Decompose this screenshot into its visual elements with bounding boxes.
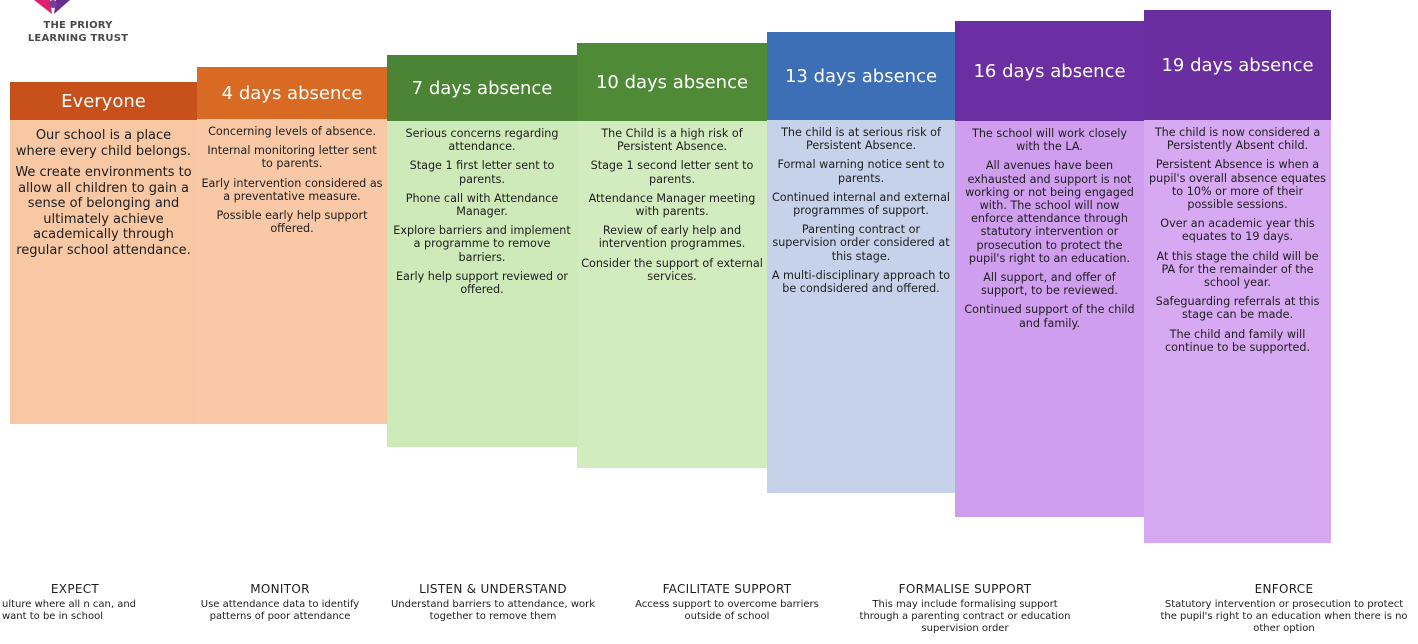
principle-monitor: MONITOR Use attendance data to identify … — [180, 582, 380, 623]
stage-body: The school will work closely with the LA… — [955, 121, 1144, 517]
stage-title: 16 days absence — [973, 60, 1126, 82]
stage-paragraph: Explore barriers and implement a program… — [393, 224, 571, 264]
stage-title: 4 days absence — [221, 82, 363, 104]
stage-paragraph: We create environments to allow all chil… — [15, 165, 192, 258]
principle-title: LISTEN & UNDERSTAND — [419, 582, 567, 596]
stage-body: Our school is a place where every child … — [10, 120, 197, 424]
stage-paragraph: Persistent Absence is when a pupil's ove… — [1149, 158, 1326, 212]
stage-paragraph: Internal monitoring letter sent to paren… — [207, 144, 377, 171]
principle-title: FACILITATE SUPPORT — [662, 582, 792, 596]
stage-paragraph: The school will work closely with the LA… — [972, 127, 1127, 154]
logo-line-1: THE PRIORY — [43, 20, 113, 31]
stage-paragraph: Continued internal and external programm… — [771, 190, 951, 218]
stage-paragraph: Continued support of the child and famil… — [964, 303, 1135, 330]
stage-paragraph: Over an academic year this equates to 19… — [1160, 217, 1315, 244]
principle-formalise-support: FORMALISE SUPPORT This may include forma… — [852, 582, 1078, 635]
stage-title: 10 days absence — [595, 71, 749, 93]
principle-description: This may include formalising support thr… — [859, 599, 1071, 634]
principle-description: Statutory intervention or prosecution to… — [1160, 599, 1408, 634]
stage-header: 10 days absence — [577, 43, 767, 121]
logo-line-2: LEARNING TRUST — [27, 33, 129, 44]
stage-body: Concerning levels of absence. Internal m… — [197, 119, 387, 424]
stage-paragraph: Attendance Manager meeting with parents. — [588, 191, 756, 219]
principle-expect: EXPECT ulture where all n can, and want … — [0, 582, 150, 623]
principle-title: EXPECT — [50, 582, 100, 596]
stage-paragraph: The child is at serious risk of Persiste… — [781, 126, 941, 153]
stage-title: Everyone — [61, 90, 146, 112]
logo-dot — [49, 0, 57, 8]
stage-paragraph: The child is now considered a Persistent… — [1154, 126, 1321, 153]
principle-facilitate-support: FACILITATE SUPPORT Access support to ove… — [622, 582, 832, 623]
stage-paragraph: The Child is a high risk of Persistent A… — [601, 127, 743, 154]
principle-title: FORMALISE SUPPORT — [898, 582, 1032, 596]
stage-body: The Child is a high risk of Persistent A… — [577, 121, 767, 468]
principle-description: Understand barriers to attendance, work … — [390, 599, 596, 622]
stage-paragraph: Parenting contract or supervision order … — [772, 223, 950, 263]
principle-listen-understand: LISTEN & UNDERSTAND Understand barriers … — [388, 582, 598, 623]
stage-title: 19 days absence — [1161, 54, 1314, 76]
stage-paragraph: Phone call with Attendance Manager. — [405, 191, 559, 219]
stage-paragraph: All support, and offer of support, to be… — [981, 271, 1118, 298]
stage-paragraph: All avenues have been exhausted and supp… — [965, 159, 1134, 265]
stage-header: Everyone — [10, 82, 197, 120]
principle-enforce: ENFORCE Statutory intervention or prosec… — [1160, 582, 1408, 635]
stage-header: 7 days absence — [387, 55, 577, 121]
stage-paragraph: Consider the support of external service… — [581, 256, 763, 283]
stage-paragraph: The child and family will continue to be… — [1164, 327, 1311, 354]
stage-header: 16 days absence — [955, 21, 1144, 121]
stage-header: 4 days absence — [197, 67, 387, 119]
stage-paragraph: Stage 1 first letter sent to parents. — [409, 159, 555, 186]
logo: THE PRIORY LEARNING TRUST — [0, 0, 150, 60]
logo-purple-shape — [54, 0, 70, 14]
stage-body: Serious concerns regarding attendance. S… — [387, 121, 577, 447]
principle-title: MONITOR — [250, 582, 310, 596]
stage-paragraph: Review of early help and intervention pr… — [598, 224, 746, 251]
logo-mark-icon — [34, 0, 70, 14]
principle-title: ENFORCE — [1254, 582, 1314, 596]
stage-paragraph: Possible early help support offered. — [216, 209, 368, 236]
principle-description: Access support to overcome barriers outs… — [635, 599, 819, 622]
stage-paragraph: Stage 1 second letter sent to parents. — [590, 159, 754, 186]
stage-header: 19 days absence — [1144, 10, 1331, 120]
stage-title: 13 days absence — [784, 65, 938, 87]
stage-title: 7 days absence — [411, 77, 553, 99]
stage-header: 13 days absence — [767, 32, 955, 120]
stage-paragraph: A multi-disciplinary approach to be cond… — [771, 268, 951, 296]
principle-description: ulture where all n can, and want to be i… — [2, 599, 137, 622]
stage-paragraph: Formal warning notice sent to parents. — [777, 158, 945, 185]
stage-paragraph: Concerning levels of absence. — [208, 125, 376, 138]
stage-paragraph: Safeguarding referrals at this stage can… — [1155, 295, 1320, 322]
stage-paragraph: Our school is a place where every child … — [15, 128, 192, 159]
stage-body: The child is at serious risk of Persiste… — [767, 120, 955, 493]
stage-paragraph: Early intervention considered as a preve… — [201, 176, 383, 203]
stage-paragraph: Serious concerns regarding attendance. — [405, 127, 559, 154]
stage-paragraph: Early help support reviewed or offered. — [395, 269, 569, 297]
logo-pink-shape — [34, 0, 52, 14]
stage-body: The child is now considered a Persistent… — [1144, 120, 1331, 543]
principle-description: Use attendance data to identify patterns… — [200, 599, 360, 622]
stage-paragraph: At this stage the child will be PA for t… — [1156, 249, 1319, 290]
